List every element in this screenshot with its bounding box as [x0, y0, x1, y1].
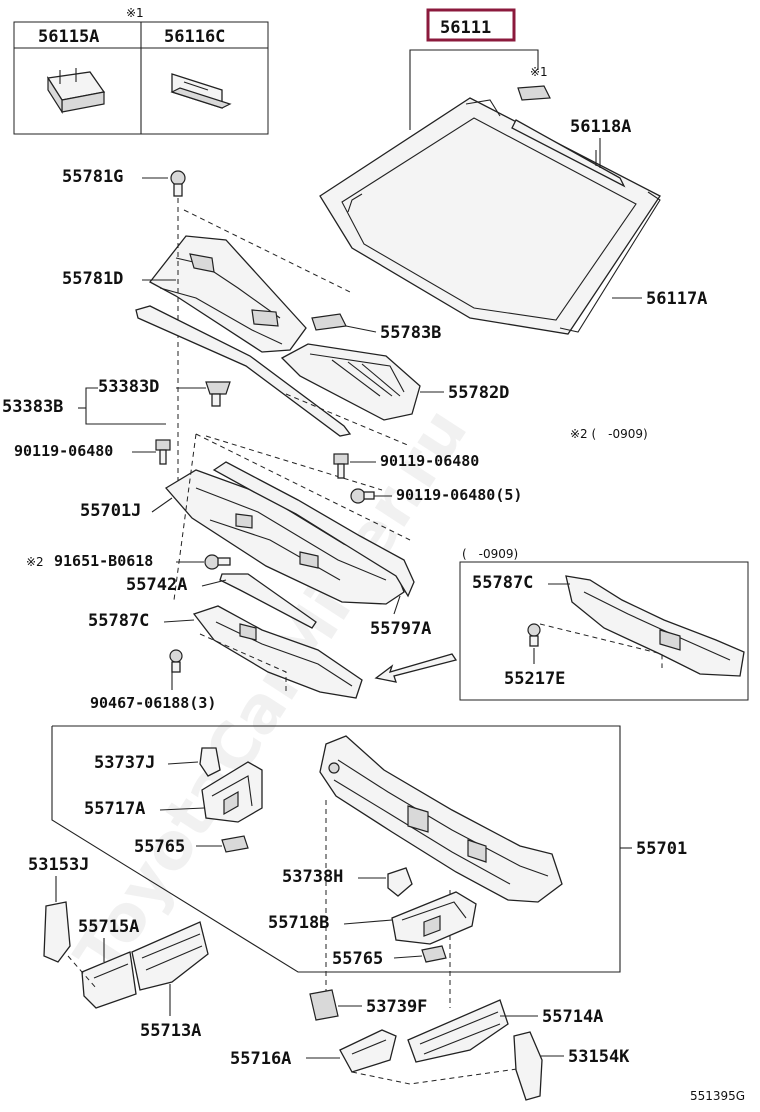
- inset-top-left: ※1 56115A 56116C: [13, 6, 269, 135]
- star2-range: ※2 ( -0909): [570, 427, 648, 441]
- bolt-91651: [204, 554, 231, 570]
- panel-55787C: [192, 605, 363, 699]
- part-55765-upper: [221, 835, 249, 853]
- bracket-55717A: [201, 761, 263, 823]
- label-91651-B0618: 91651-B0618: [54, 552, 153, 570]
- part-55783B: [311, 313, 347, 331]
- cowl-panel-55701J: [165, 469, 405, 605]
- panel-55715A: [81, 951, 137, 1009]
- label-55718B: 55718B: [268, 913, 329, 933]
- label-56116C: 56116C: [164, 27, 225, 47]
- clip-56115A-part: [46, 68, 106, 115]
- label-55742A: 55742A: [126, 575, 187, 595]
- part-53739F: [309, 989, 339, 1021]
- assembly-outline-55701: [51, 725, 621, 973]
- inset-range: ( -0909): [462, 547, 518, 561]
- label-55787C: 55787C: [88, 611, 149, 631]
- label-56118A: 56118A: [570, 117, 631, 137]
- label-53738H: 53738H: [282, 867, 343, 887]
- label-55701J: 55701J: [80, 501, 141, 521]
- label-53737J: 53737J: [94, 753, 155, 773]
- panel-55714A: [407, 999, 509, 1063]
- bracket-55718B: [391, 891, 477, 945]
- inset-right-0909: ( -0909) 55787C 55217E: [459, 547, 749, 701]
- bolt-90119-left: [155, 439, 171, 465]
- figure-id: 551395G: [690, 1089, 745, 1103]
- label-90119-06480-5: 90119-06480(5): [396, 486, 522, 504]
- star1-note: ※1: [530, 65, 548, 79]
- part-55765-lower: [421, 945, 447, 963]
- label-55715A: 55715A: [78, 917, 139, 937]
- label-55716A: 55716A: [230, 1049, 291, 1069]
- clip-90467: [169, 649, 183, 673]
- part-53737J: [199, 747, 221, 777]
- watermark: ToyotaCarMiner.ru: [61, 396, 482, 989]
- label-55787C-inset: 55787C: [472, 573, 533, 593]
- bolt-90119-mid: [333, 453, 349, 479]
- windshield-glass: [319, 85, 661, 335]
- label-53383B: 53383B: [2, 397, 63, 417]
- label-53383D: 53383D: [98, 377, 159, 397]
- part-53153J: [43, 901, 71, 963]
- label-55782D: 55782D: [448, 383, 509, 403]
- label-55781G: 55781G: [62, 167, 123, 187]
- arrow-to-panel: [374, 653, 458, 683]
- label-55781D: 55781D: [62, 269, 123, 289]
- cowl-panel-55701: [319, 735, 563, 903]
- header-part-56111: 56111 ※1: [409, 8, 548, 130]
- inset-note: ※1: [126, 6, 144, 20]
- label-55217E: 55217E: [504, 669, 565, 689]
- clip-55217E: [527, 623, 541, 647]
- part-53154K: [513, 1031, 543, 1101]
- label-55701: 55701: [636, 839, 687, 859]
- part-55742A: [219, 573, 317, 629]
- panel-55787C-inset: [565, 575, 745, 677]
- panel-55713A: [131, 921, 209, 991]
- label-90119-06480-mid: 90119-06480: [380, 452, 479, 470]
- seal-55797A: [212, 461, 415, 598]
- panel-55716A: [339, 1029, 397, 1073]
- label-56117A: 56117A: [646, 289, 707, 309]
- star2-prefix: ※2: [26, 555, 44, 569]
- label-55765-upper: 55765: [134, 837, 185, 857]
- clip-55781G: [170, 170, 186, 197]
- label-55717A: 55717A: [84, 799, 145, 819]
- bolt-90119-5: [350, 488, 375, 504]
- label-53154K: 53154K: [568, 1047, 630, 1067]
- clip-53383D: [205, 381, 231, 407]
- label-55797A: 55797A: [370, 619, 431, 639]
- part-53738H: [387, 867, 413, 897]
- label-55765-lower: 55765: [332, 949, 383, 969]
- label-53153J: 53153J: [28, 855, 89, 875]
- label-55714A: 55714A: [542, 1007, 603, 1027]
- cowl-louver-55782D: [280, 343, 421, 421]
- label-90119-06480-left: 90119-06480: [14, 442, 113, 460]
- label-90467-06188: 90467-06188(3): [90, 694, 216, 712]
- label-55783B: 55783B: [380, 323, 441, 343]
- seal-53383B: [135, 305, 352, 437]
- label-55713A: 55713A: [140, 1021, 201, 1041]
- clip-56116C-part: [170, 73, 232, 109]
- label-53739F: 53739F: [366, 997, 427, 1017]
- label-56115A: 56115A: [38, 27, 99, 47]
- header-part-number: 56111: [440, 18, 491, 38]
- cowl-louver-55781D: [149, 235, 307, 353]
